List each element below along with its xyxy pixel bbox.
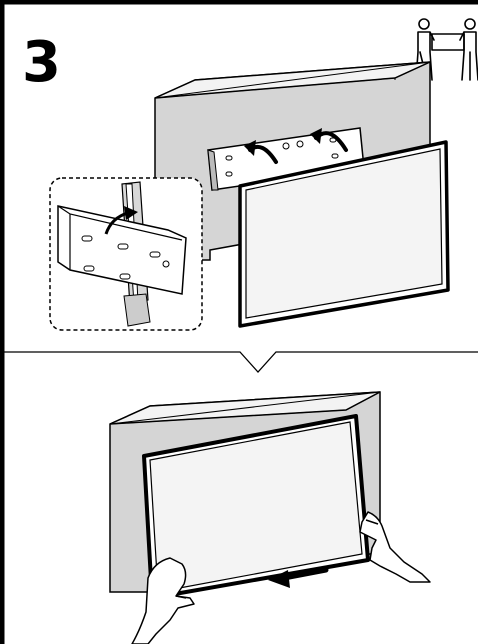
section-divider (0, 352, 478, 372)
step-number: 3 (22, 28, 92, 98)
bracket-detail-callout (50, 178, 202, 330)
